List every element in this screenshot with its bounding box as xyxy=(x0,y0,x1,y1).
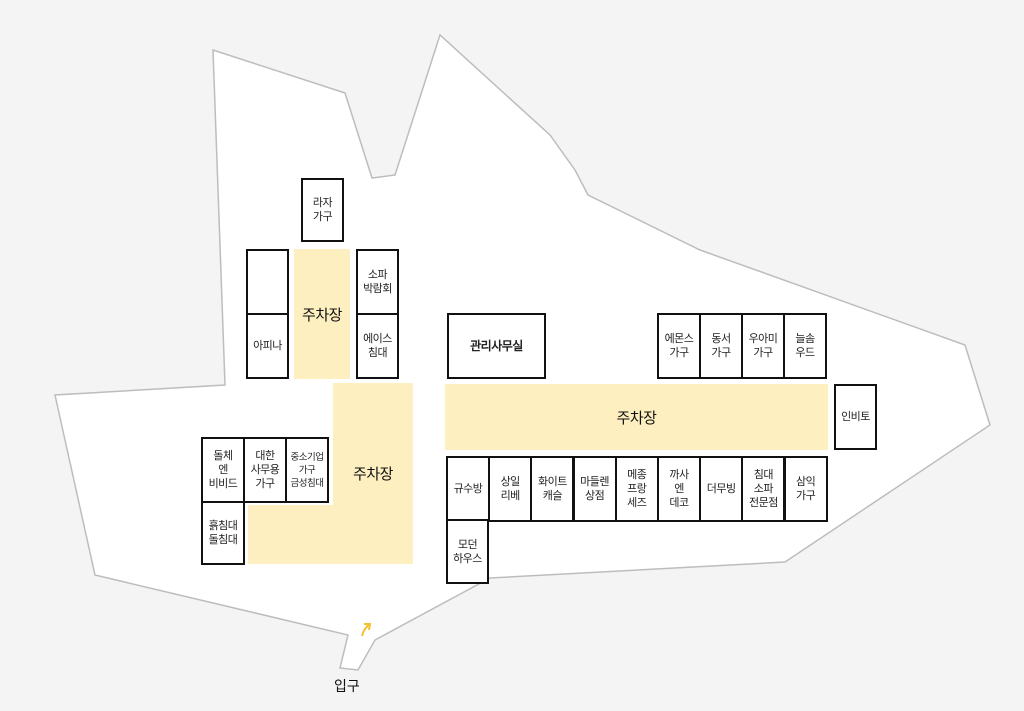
management-office[interactable]: 관리사무실 xyxy=(447,313,546,379)
store-dolce[interactable]: 돌체 엔 비비드 xyxy=(201,437,245,503)
store-ace[interactable]: 에이스 침대 xyxy=(356,313,399,379)
parking-lot-3: 주차장 xyxy=(445,384,828,450)
store-neulsom[interactable]: 늘솜 우드 xyxy=(783,313,827,379)
store-invito[interactable]: 인비토 xyxy=(834,384,877,450)
store-bottom-1[interactable]: 상일 리베 xyxy=(488,456,533,522)
store-daehan[interactable]: 대한 사무용 가구 xyxy=(243,437,287,503)
parking-lot-1: 주차장 xyxy=(294,249,350,379)
store-empty[interactable] xyxy=(246,249,289,315)
store-sofa[interactable]: 소파 박람회 xyxy=(356,249,399,315)
store-bottom-8[interactable]: 삼익 가구 xyxy=(783,456,828,522)
entrance-arrow-icon xyxy=(361,623,372,637)
store-apina[interactable]: 아피나 xyxy=(246,313,289,379)
store-bottom-7[interactable]: 침대 소파 전문점 xyxy=(741,456,786,522)
store-wooami[interactable]: 우아미 가구 xyxy=(741,313,785,379)
store-bottom-2[interactable]: 화이트 캐슬 xyxy=(530,456,575,522)
store-bottom-3[interactable]: 마들렌 상점 xyxy=(572,456,617,522)
entrance-label: 입구 xyxy=(334,679,360,695)
store-jungso[interactable]: 중소기업 가구 금성침대 xyxy=(285,437,329,503)
store-bottom-5[interactable]: 까사 엔 데코 xyxy=(657,456,701,522)
store-emons[interactable]: 에몬스 가구 xyxy=(657,313,701,379)
parking-lot-2: 주차장 xyxy=(333,383,413,564)
store-bottom-4[interactable]: 메종 프랑 세즈 xyxy=(614,456,659,522)
store-dongseo[interactable]: 동서 가구 xyxy=(699,313,743,379)
store-raja[interactable]: 라자 가구 xyxy=(301,178,344,242)
parking-lot-2-extension xyxy=(248,505,334,564)
store-heuk[interactable]: 흙침대 돌침대 xyxy=(201,501,245,565)
store-bottom-0[interactable]: 규수방 xyxy=(446,456,490,522)
store-bottom-6[interactable]: 더무빙 xyxy=(699,456,744,522)
store-modern-house[interactable]: 모던 하우스 xyxy=(446,519,489,584)
